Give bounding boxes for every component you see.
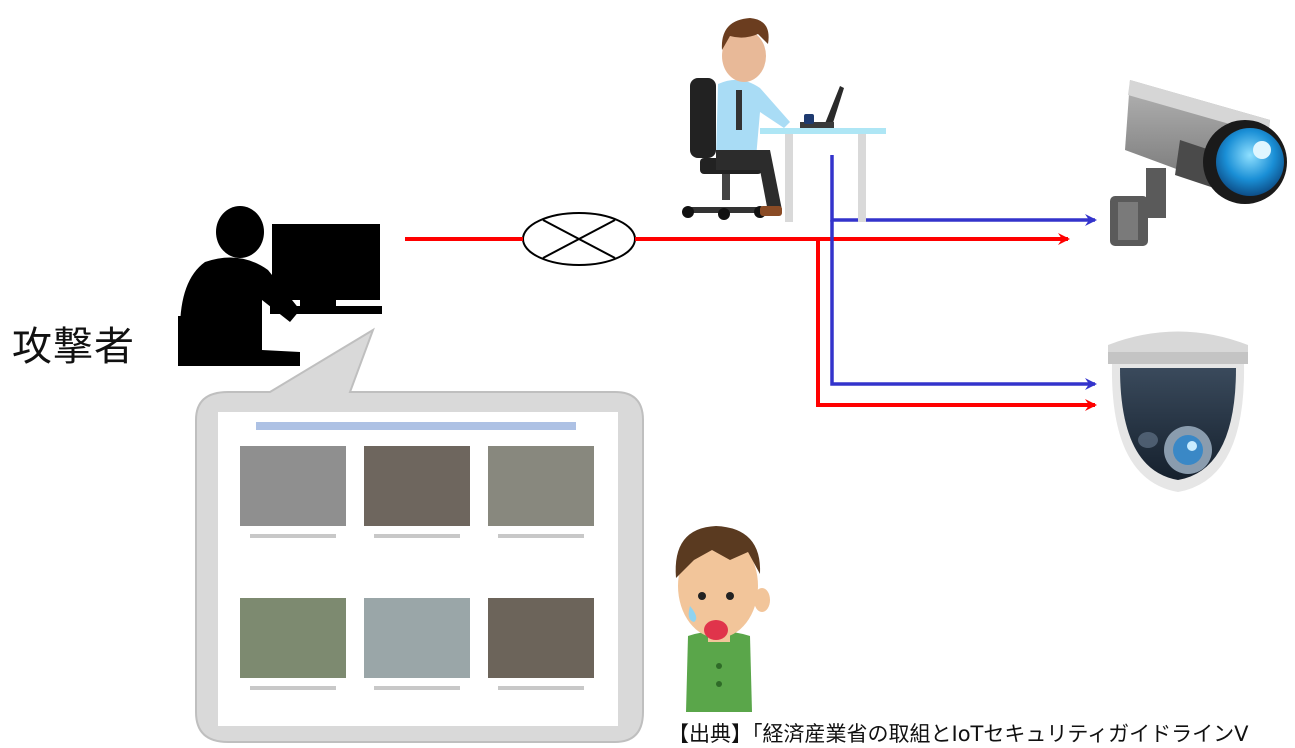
attacker-label: 攻撃者 xyxy=(12,324,135,370)
dome-camera-icon xyxy=(1108,331,1248,492)
shocked-person-icon xyxy=(675,526,770,712)
attack-arrow-dome-camera xyxy=(816,239,1097,411)
camera-feed-thumbnail xyxy=(240,598,346,678)
legit-arrow-dome-camera xyxy=(830,220,1097,390)
legit-arrow-box-camera xyxy=(830,155,1097,226)
camera-feed-grid xyxy=(240,446,594,690)
security-camera-icon xyxy=(1110,80,1287,246)
office-worker-icon xyxy=(682,18,886,222)
camera-feed-thumbnail xyxy=(488,446,594,526)
camera-feed-thumbnail xyxy=(488,598,594,678)
camera-feed-thumbnail xyxy=(240,446,346,526)
source-note: 【出典】「経済産業省の取組とIoTセキュリティガイドラインV xyxy=(668,722,1249,746)
camera-feed-thumbnail xyxy=(364,598,470,678)
attacker-silhouette-icon xyxy=(178,206,382,366)
blocked-connection-icon xyxy=(405,212,820,266)
camera-feed-thumbnail xyxy=(364,446,470,526)
